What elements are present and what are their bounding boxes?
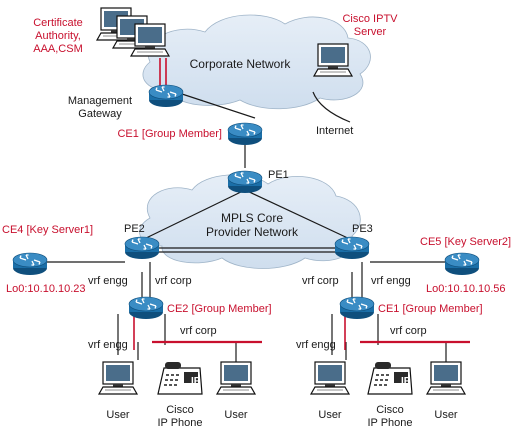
management-gateway-label-1: Management <box>68 95 132 107</box>
vrf-engg-left-label: vrf engg <box>88 275 128 287</box>
corporate-network-cloud <box>142 14 371 110</box>
cert-authority-label-3: AAA,CSM <box>33 43 83 55</box>
vrf-engg-lan-left-label: vrf engg <box>88 339 128 351</box>
ce5-router-icon <box>444 252 480 276</box>
user-label-1: User <box>106 409 130 421</box>
vrf-corp-right-label: vrf corp <box>302 275 339 287</box>
vrf-corp-lan-left-label: vrf corp <box>180 325 217 337</box>
cisco-iptv-label-1: Cisco IPTV <box>342 13 398 25</box>
ce1-top-router-icon <box>227 122 263 146</box>
ce2-router-icon <box>128 296 164 320</box>
ce4-loopback-label: Lo0:10.10.10.23 <box>6 283 86 295</box>
pe2-label: PE2 <box>124 223 145 235</box>
vrf-engg-lan-right-label: vrf engg <box>296 339 336 351</box>
ce1-top-label: CE1 [Group Member] <box>117 128 222 140</box>
pe3-label: PE3 <box>352 223 373 235</box>
pe1-router-icon <box>227 170 263 194</box>
vrf-corp-left-label: vrf corp <box>155 275 192 287</box>
iptv-server-icon <box>313 43 353 77</box>
cisco-ip-phone-label-left-2: IP Phone <box>157 417 202 429</box>
ce2-label: CE2 [Group Member] <box>167 303 272 315</box>
vrf-corp-lan-right-label: vrf corp <box>390 325 427 337</box>
user-label-4: User <box>434 409 458 421</box>
ce4-label: CE4 [Key Server1] <box>2 224 93 236</box>
user-label-2: User <box>224 409 248 421</box>
cisco-ip-phone-label-right-2: IP Phone <box>367 417 412 429</box>
user-pc-icon-center-left <box>216 361 256 395</box>
user-pc-icon-center-right <box>310 361 350 395</box>
pe2-router-icon <box>124 236 160 260</box>
corporate-network-label: Corporate Network <box>190 57 292 71</box>
management-gateway-label-2: Gateway <box>78 108 122 120</box>
cisco-iptv-label-2: Server <box>354 26 387 38</box>
ce1-bottom-router-icon <box>339 296 375 320</box>
phone-badge-left: IP <box>191 376 201 387</box>
ce1-bottom-label: CE1 [Group Member] <box>378 303 483 315</box>
user-pc-icon-left <box>98 361 138 395</box>
mpls-core-label-2: Provider Network <box>206 225 299 239</box>
certificate-servers-icon <box>96 7 170 57</box>
user-pc-icon-right <box>426 361 466 395</box>
user-label-3: User <box>318 409 342 421</box>
pe3-router-icon <box>334 236 370 260</box>
mpls-core-cloud <box>139 174 361 269</box>
management-gateway-router-icon <box>148 84 184 108</box>
pe1-label: PE1 <box>268 169 289 181</box>
internet-label: Internet <box>316 125 353 137</box>
cisco-ip-phone-label-right-1: Cisco <box>376 404 404 416</box>
phone-badge-right: IP <box>401 376 411 387</box>
ce5-loopback-label: Lo0:10.10.10.56 <box>426 283 506 295</box>
vrf-engg-right-label: vrf engg <box>371 275 411 287</box>
network-links <box>42 91 452 362</box>
ce5-label: CE5 [Key Server2] <box>420 236 511 248</box>
cert-authority-label-2: Authority, <box>35 30 81 42</box>
cert-authority-label-1: Certificate <box>33 17 83 29</box>
ce4-router-icon <box>12 252 48 276</box>
cisco-ip-phone-label-left-1: Cisco <box>166 404 194 416</box>
mpls-core-label-1: MPLS Core <box>221 211 283 225</box>
